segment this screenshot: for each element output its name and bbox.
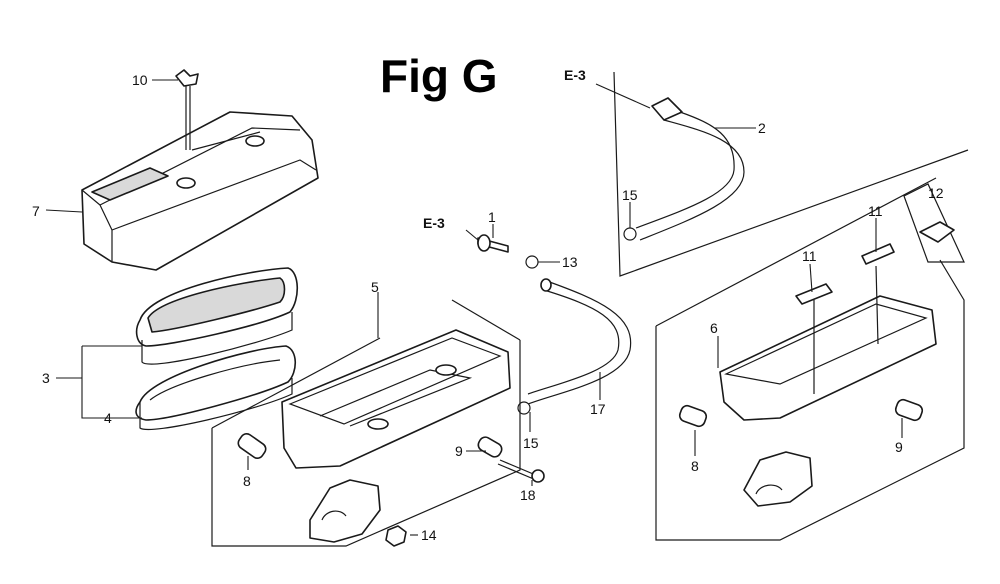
clip-11-right [861,243,895,265]
clamp-15-left [517,401,531,415]
callout-11-left: 11 [802,248,817,264]
filter-element-outer [135,267,299,365]
air-cleaner-case [281,329,511,543]
leader-lines [45,79,903,536]
collar-left [477,436,503,458]
case-6 [719,265,937,507]
callout-11-right: 11 [868,203,883,219]
nut-14 [385,525,407,547]
wing-bolt [175,69,199,150]
callout-10: 10 [132,72,148,88]
left-assembly-frame [211,299,521,547]
clamp-13 [525,255,539,269]
callout-7: 7 [32,203,40,219]
spec-box-12 [903,183,965,263]
right-assembly-frame [655,177,965,541]
callout-15-left: 15 [523,435,539,451]
pin-left [237,432,267,460]
ref-e3-top: E-3 [564,67,586,83]
air-cleaner-cover [81,111,319,271]
upper-hose-frame [613,71,969,277]
breather-pipe [477,234,509,253]
callout-1: 1 [488,209,496,225]
callout-8-left: 8 [243,473,251,489]
callout-9-right: 9 [895,439,903,455]
bolt-18 [497,459,545,483]
callout-18: 18 [520,487,536,503]
callout-2: 2 [758,120,766,136]
callout-13: 13 [562,254,578,270]
clip-11-left [795,283,833,305]
callout-4: 4 [104,410,112,426]
callout-5: 5 [371,279,379,295]
callout-14: 14 [421,527,437,543]
callout-6: 6 [710,320,718,336]
collar-right [894,398,924,422]
filter-element-inner [135,345,297,431]
breather-hose-17 [527,278,632,405]
callout-9-left: 9 [455,443,463,459]
callout-17: 17 [590,401,606,417]
clamp-15-right [623,227,637,241]
callout-3: 3 [42,370,50,386]
breather-hose-2 [635,97,745,241]
callout-15-right: 15 [622,187,638,203]
figure-title: Fig G [380,50,498,102]
callout-12: 12 [928,185,944,201]
callout-8-right: 8 [691,458,699,474]
ref-e3-left: E-3 [423,215,445,231]
pin-right [678,404,708,428]
